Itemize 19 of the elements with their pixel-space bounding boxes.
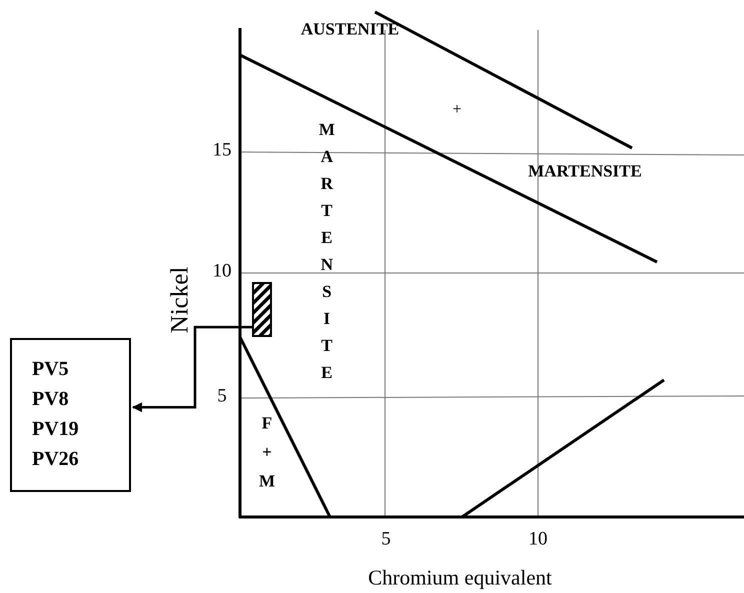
axis-title: Chromium equivalent bbox=[368, 566, 552, 590]
sample-list-box bbox=[10, 338, 131, 492]
tick-label: 5 bbox=[381, 530, 391, 550]
tick-label: 10 bbox=[212, 262, 232, 282]
phase-label: MARTENSITE bbox=[528, 162, 642, 182]
sample-name: PV5 bbox=[32, 357, 69, 382]
sample-name: PV26 bbox=[32, 447, 79, 472]
phase-label: + bbox=[452, 101, 462, 119]
tick-label: 10 bbox=[528, 530, 548, 550]
sample-name: PV8 bbox=[32, 387, 69, 412]
axis-title: Nickel bbox=[166, 266, 194, 334]
tick-label: 15 bbox=[212, 140, 232, 162]
arrow bbox=[132, 326, 252, 412]
phase-label: F + M bbox=[258, 412, 276, 492]
phase-label: AUSTENITE bbox=[300, 20, 400, 40]
phase-label: MARTENSITE bbox=[316, 120, 336, 390]
tick-label: 5 bbox=[217, 386, 227, 408]
sample-name: PV19 bbox=[32, 417, 79, 442]
hatched-bar bbox=[252, 282, 272, 337]
